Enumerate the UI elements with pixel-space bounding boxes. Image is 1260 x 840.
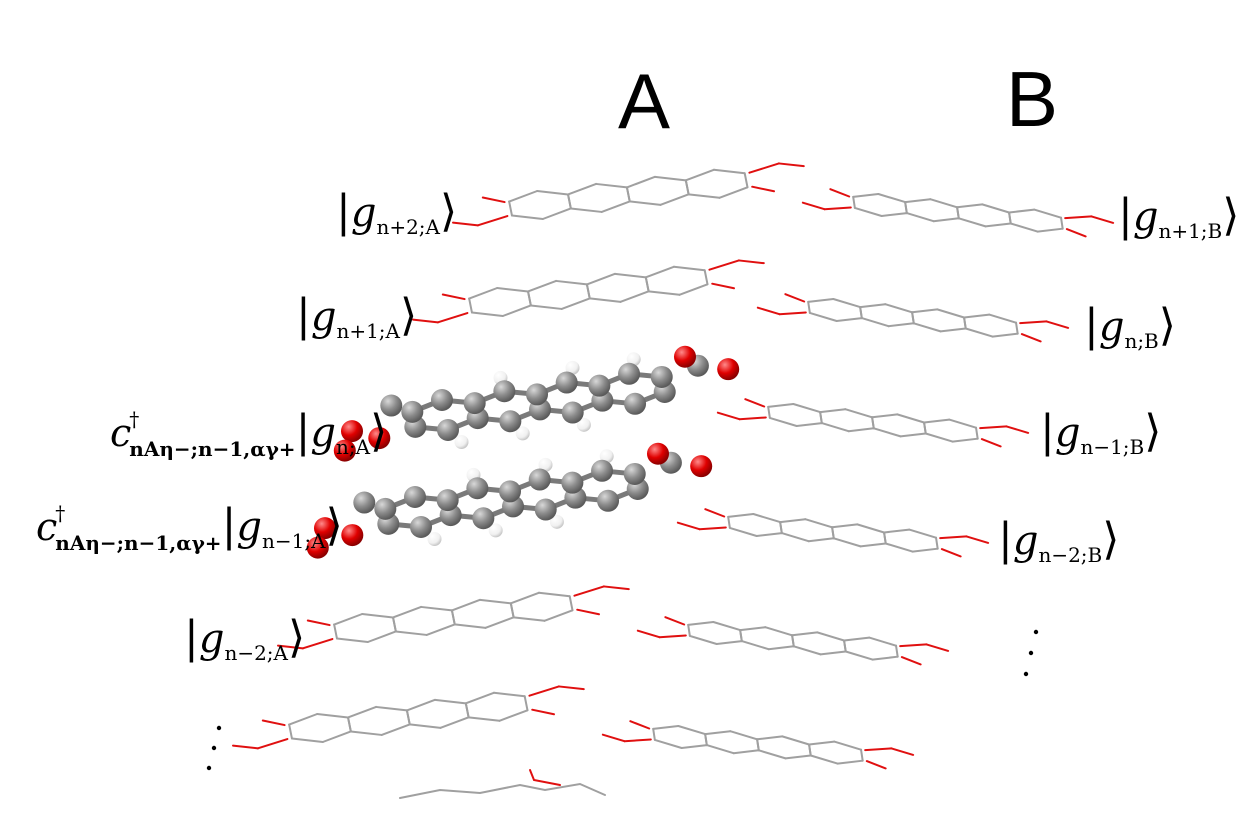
molecule-layers [232,162,1115,799]
svg-text:|gn−1;B⟩: |gn−1;B⟩ [1040,406,1161,459]
svg-text:|gn−2;A⟩: |gn−2;A⟩ [184,612,305,665]
ket-g-n-plus-1-b: |gn+1;B⟩ [1118,190,1239,243]
ket-g-n-minus-2-a: |gn−2;A⟩ [184,612,305,665]
molecule-a-partial-bottom [399,769,606,799]
svg-text:|gn+1;B⟩: |gn+1;B⟩ [1118,190,1239,243]
molecule-a-n-minus-1-ball-and-stick [306,442,713,559]
ket-g-n-b: |gn;B⟩ [1084,300,1176,353]
svg-text:|gn+2;A⟩: |gn+2;A⟩ [336,186,457,239]
molecule-a-n-minus-2 [277,585,630,650]
molecule-b-n-minus-2 [676,508,990,558]
svg-text:|gn−2;B⟩: |gn−2;B⟩ [998,514,1119,567]
svg-text:|gn+1;A⟩: |gn+1;A⟩ [296,290,417,343]
svg-text:|gn;B⟩: |gn;B⟩ [1084,300,1176,353]
ket-g-n-minus-2-b: |gn−2;B⟩ [998,514,1119,567]
molecule-b-n [756,293,1070,343]
molecule-a-n-plus-1 [412,259,765,324]
column-title-a: A [618,57,670,145]
molecule-b-n-minus-3 [636,616,950,666]
molecule-a-n-plus-2 [452,162,805,227]
ket-g-n-minus-1-b: |gn−1;B⟩ [1040,406,1161,459]
molecule-a-n-minus-3 [232,685,585,750]
column-title-b: B [1006,55,1058,143]
ellipsis-column-a [206,725,222,771]
ellipsis-column-b [1023,629,1039,677]
svg-text:c†nAη−;n−1,αγ+|gn−1;A⟩: c†nAη−;n−1,αγ+|gn−1;A⟩ [36,500,343,555]
svg-text:c†nAη−;n−1,αγ+|gn;A⟩: c†nAη−;n−1,αγ+|gn;A⟩ [110,406,387,461]
ket-g-n-plus-2-a: |gn+2;A⟩ [336,186,457,239]
molecule-b-n-minus-4 [601,720,915,770]
molecule-b-n-plus-1 [801,188,1115,238]
ket-g-n-plus-1-a: |gn+1;A⟩ [296,290,417,343]
ket-c-dagger-g-n-a: c†nAη−;n−1,αγ+|gn;A⟩ [110,406,387,461]
molecule-a-n-ball-and-stick [333,345,740,462]
molecule-b-n-minus-1 [716,398,1030,448]
ket-c-dagger-g-n-minus-1-a: c†nAη−;n−1,αγ+|gn−1;A⟩ [36,500,343,555]
